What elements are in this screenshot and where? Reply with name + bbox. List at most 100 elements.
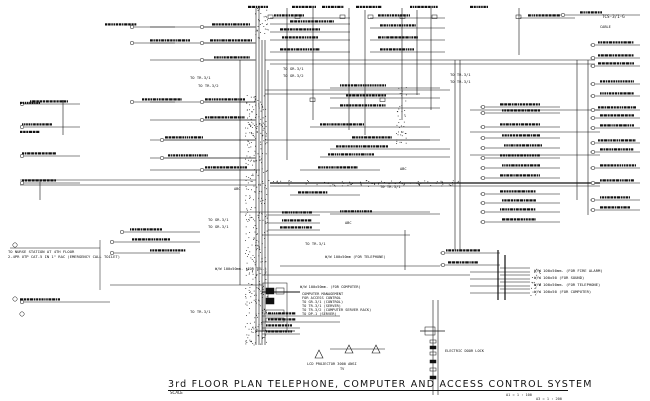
call-station-symbol bbox=[20, 312, 24, 316]
outlet-tag bbox=[378, 36, 418, 38]
to-tr-label-3: TO TR-3/1 bbox=[450, 72, 471, 77]
outlet-tag bbox=[336, 145, 388, 147]
outlet-symbol bbox=[591, 126, 595, 130]
outlet-symbol bbox=[591, 64, 595, 68]
outlet-tag bbox=[502, 218, 536, 220]
outlet-tag bbox=[205, 166, 247, 168]
outlet-tag bbox=[502, 164, 540, 166]
outlet-symbol bbox=[160, 138, 164, 142]
call-station-symbol bbox=[13, 297, 17, 301]
outlet-tag bbox=[600, 206, 630, 208]
scale-ref-2: A3 = 1 : 200 bbox=[536, 397, 562, 401]
outlet-tag bbox=[318, 166, 358, 168]
to-tr-label-6: TO TR-3/1 bbox=[190, 309, 211, 314]
door-device bbox=[430, 360, 436, 363]
outlet-tag bbox=[322, 6, 344, 8]
rack-unit bbox=[276, 288, 284, 294]
outlet-tag bbox=[205, 116, 245, 118]
outlet-tag bbox=[598, 41, 634, 43]
outlet-tag bbox=[130, 228, 162, 230]
outlet-tag bbox=[356, 6, 382, 8]
outlet-tag bbox=[20, 102, 40, 104]
outlet-tag bbox=[298, 191, 328, 193]
scale-label: SCALE bbox=[170, 390, 183, 395]
outlet-tag bbox=[280, 28, 320, 30]
outlet-symbol bbox=[481, 166, 485, 170]
to-gr-label-3: TO GR-3/1 bbox=[208, 217, 229, 222]
outlet-symbol bbox=[591, 141, 595, 145]
outlet-tag bbox=[346, 94, 386, 96]
outlet-symbol bbox=[481, 192, 485, 196]
door-device bbox=[430, 346, 436, 349]
ww-tel-note: W/W 100x50mm. (FOR TEL.) bbox=[215, 267, 267, 271]
rack-unit bbox=[266, 298, 274, 304]
to-tr-label-2: TO TR-3/2 bbox=[198, 83, 219, 88]
outlet-symbol bbox=[130, 100, 134, 104]
electric-door-note: ELECTRIC DOOR LOCK bbox=[445, 349, 485, 353]
to-gr-label-2: TO GR-3/2 bbox=[283, 73, 304, 78]
outlet-tag bbox=[500, 174, 540, 176]
outlet-tag bbox=[132, 238, 170, 240]
outlet-symbol bbox=[481, 156, 485, 160]
outlet-symbol bbox=[200, 100, 204, 104]
outlet-symbol bbox=[20, 181, 24, 185]
outlet-tag bbox=[580, 11, 602, 13]
right-note-telephone: W/W 100x50mm. (FOR TELEPHONE) bbox=[534, 282, 600, 287]
outlet-tag bbox=[340, 84, 386, 86]
outlet-tag bbox=[268, 312, 296, 314]
outlet-tag bbox=[212, 23, 250, 25]
av-outlet-symbol bbox=[315, 350, 323, 358]
top-right-tag: TCS-3/1-G bbox=[602, 14, 625, 19]
outlet-symbol bbox=[591, 108, 595, 112]
outlet-symbol bbox=[200, 41, 204, 45]
right-note-sound: W/W 100x50 (FOR SOUND) bbox=[534, 275, 584, 280]
outlet-tag bbox=[210, 39, 252, 41]
outlet-tag bbox=[598, 62, 634, 64]
outlet-symbol bbox=[200, 25, 204, 29]
outlet-tag bbox=[380, 48, 414, 50]
outlet-tag bbox=[600, 196, 630, 198]
outlet-tag bbox=[600, 92, 634, 94]
outlet-symbol bbox=[591, 208, 595, 212]
rack-unit bbox=[266, 288, 274, 294]
outlet-symbol bbox=[20, 125, 24, 129]
outlet-tag bbox=[378, 14, 410, 16]
to-tr-label-7: TO TR-3/1 bbox=[380, 184, 401, 189]
outlet-symbol bbox=[20, 154, 24, 158]
outlet-tag bbox=[340, 104, 385, 106]
outlet-tag bbox=[105, 23, 137, 25]
outlet-symbol bbox=[20, 300, 24, 304]
drawing-title: 3rd FLOOR PLAN TELEPHONE, COMPUTER AND A… bbox=[168, 379, 588, 390]
scale-ref-1: A1 = 1 : 100 bbox=[506, 393, 532, 397]
title-underline bbox=[168, 390, 568, 391]
outlet-tag bbox=[292, 6, 316, 8]
outlet-tag bbox=[410, 6, 438, 8]
nurse-station-note-2: 2-4PR UTP CAT-5 IN 1" RAC (EMERGENCY CAL… bbox=[8, 254, 120, 259]
outlet-symbol bbox=[481, 146, 485, 150]
outlet-tag bbox=[598, 106, 636, 108]
to-gr-label-1: TO GR-3/1 bbox=[283, 66, 304, 71]
outlet-tag bbox=[320, 123, 364, 125]
outlet-tag bbox=[600, 124, 634, 126]
outlet-symbol bbox=[200, 58, 204, 62]
outlet-tag bbox=[500, 154, 540, 156]
outlet-symbol bbox=[481, 136, 485, 140]
right-note-fire-alarm: W/W 100x50mm. (FOR FIRE ALARM) bbox=[534, 268, 603, 273]
outlet-tag bbox=[280, 48, 320, 50]
outlet-symbol bbox=[481, 210, 485, 214]
outlet-symbol bbox=[481, 105, 485, 109]
outlet-tag bbox=[600, 164, 636, 166]
lcd-projector-note: LCD PROJECTOR 3000 ANSI bbox=[307, 362, 357, 366]
junction-box bbox=[310, 98, 315, 102]
outlet-tag bbox=[446, 249, 480, 251]
to-tr-label-5: TO TR-3/1 bbox=[305, 241, 326, 246]
outlet-tag bbox=[502, 109, 540, 111]
to-tr-label-1: TO TR-3/1 bbox=[190, 75, 211, 80]
outlet-tag bbox=[168, 154, 208, 156]
outlet-tag bbox=[274, 14, 304, 16]
abc-label-1: ABC bbox=[234, 187, 241, 191]
outlet-tag bbox=[282, 219, 312, 221]
outlet-symbol bbox=[481, 220, 485, 224]
outlet-tag bbox=[22, 152, 56, 154]
